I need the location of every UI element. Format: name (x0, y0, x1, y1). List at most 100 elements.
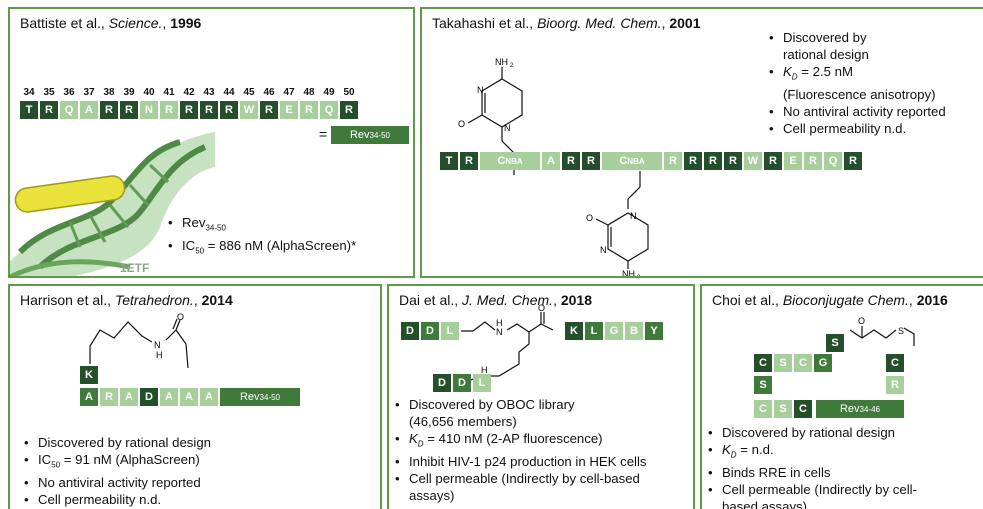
residue: S (754, 376, 772, 394)
residue: R (40, 101, 58, 119)
findings-list: Rev34-50 IC50 = 886 nM (AlphaScreen)* (168, 214, 356, 259)
finding-text: = n.d. (736, 442, 774, 457)
residue-number: 34 (23, 87, 35, 98)
residue-number: 48 (303, 87, 315, 98)
finding-text: Discovered by rational design (38, 435, 211, 450)
residue: R (200, 101, 218, 119)
equals-sign: = (319, 126, 328, 142)
sulfur-label: S (898, 326, 905, 336)
o-label: O (586, 213, 593, 223)
finding-item: Cell permeability n.d. (24, 491, 211, 508)
residue-number: 36 (63, 87, 75, 98)
bottom-peptide: D D L (433, 374, 493, 392)
finding-text: = 91 nM (AlphaScreen) (60, 452, 200, 467)
finding-item: IC50 = 91 nM (AlphaScreen) (24, 451, 211, 474)
year: 2018 (560, 292, 592, 308)
residue: W (240, 101, 258, 119)
residue: S (774, 354, 792, 372)
sep: , (661, 15, 670, 31)
residue-number: 41 (163, 87, 175, 98)
residue: G (605, 322, 623, 340)
panel-harrison: Harrison et al., Tetrahedron., 2014 N H … (8, 284, 382, 509)
residue: R (460, 152, 478, 170)
peptide-sequence: T R Q A R R N R R R R W R E R Q R (20, 101, 360, 119)
h-label: H (156, 350, 163, 360)
finding-item: Cell permeable (Indirectly by cell-based (395, 470, 647, 487)
residue-number: 40 (143, 87, 155, 98)
residue: Y (645, 322, 663, 340)
nh2-sub: 2 (510, 63, 514, 69)
residue: T (20, 101, 38, 119)
finding-item: Cell permeable (Indirectly by cell- (708, 481, 917, 498)
residue: A (180, 388, 198, 406)
sep: , (162, 15, 171, 31)
finding-text: Binds RRE in cells (722, 464, 831, 480)
residue: L (473, 374, 491, 392)
cnba-text: C (497, 155, 506, 167)
residue: A (200, 388, 218, 406)
residue-number: 44 (223, 87, 235, 98)
residue-number: 45 (243, 87, 255, 98)
residue: R (704, 152, 722, 170)
finding-item: Cell permeability n.d. (769, 120, 946, 137)
n-label: N (630, 211, 637, 221)
pdb-id: 1ETF (120, 261, 150, 275)
year: 1996 (170, 15, 202, 31)
findings-list: Discovered by rational design KD = 2.5 n… (769, 29, 946, 137)
rev-text: Rev (839, 403, 860, 415)
journal: Bioorg. Med. Chem. (537, 15, 662, 31)
residue: R (100, 388, 118, 406)
cnba-text: C (619, 155, 628, 167)
finding-sub: 34-50 (205, 223, 226, 233)
residue: T (440, 152, 458, 170)
residue: R (120, 101, 138, 119)
top-peptide: D D L (401, 322, 461, 340)
n-label: N (504, 123, 511, 133)
residue: R (340, 101, 358, 119)
residue: C (754, 400, 772, 418)
year: 2014 (201, 292, 233, 308)
residue: R (664, 152, 682, 170)
kd-sub: D (730, 450, 737, 460)
journal: Science. (108, 15, 163, 31)
sep: , (193, 292, 202, 308)
residue: A (80, 388, 98, 406)
h-label: H (496, 318, 503, 328)
panel-title: Takahashi et al., Bioorg. Med. Chem., 20… (432, 15, 701, 31)
residue: E (784, 152, 802, 170)
year: 2016 (916, 292, 948, 308)
residue: L (441, 322, 459, 340)
panel-dai: Dai et al., J. Med. Chem., 2018 D D L H … (387, 284, 695, 509)
finding-item: Discovered by OBOC library (395, 396, 647, 413)
residue: D (433, 374, 451, 392)
top-row: C S C G (754, 354, 834, 372)
finding-item: Discovered by (769, 29, 946, 46)
finding-text: No antiviral activity reported (783, 103, 946, 119)
rev-text: Rev (349, 129, 370, 141)
kd-symbol: K (783, 64, 792, 79)
authors: Choi et al., (712, 292, 783, 308)
cytosine-structure-top: NH 2 N N O (458, 57, 523, 175)
o-label: O (858, 316, 865, 326)
finding-text: rational design (783, 47, 869, 62)
journal: J. Med. Chem. (462, 292, 554, 308)
finding-item-cont: rational design (769, 46, 946, 63)
finding-text: = 2.5 nM (797, 64, 853, 79)
nh2-sub: 2 (637, 275, 641, 278)
rev-sub: 34-50 (369, 130, 391, 140)
finding-sub: 50 (51, 460, 61, 470)
n-label: N (477, 85, 484, 95)
findings-list: Discovered by OBOC library (46,656 membe… (395, 396, 647, 504)
panel-title: Harrison et al., Tetrahedron., 2014 (20, 292, 233, 308)
findings-list: Discovered by rational design IC50 = 91 … (24, 434, 211, 508)
finding-item: Binds RRE in cells (708, 464, 917, 481)
residue: W (744, 152, 762, 170)
finding-text: (Fluorescence anisotropy) (783, 86, 936, 102)
residue-number: 46 (263, 87, 275, 98)
n-label: N (600, 245, 607, 255)
right-peptide: K L G B Y (565, 322, 665, 340)
finding-text: Discovered by OBOC library (409, 397, 575, 412)
findings-list: Discovered by rational design KD = n.d. … (708, 424, 917, 509)
